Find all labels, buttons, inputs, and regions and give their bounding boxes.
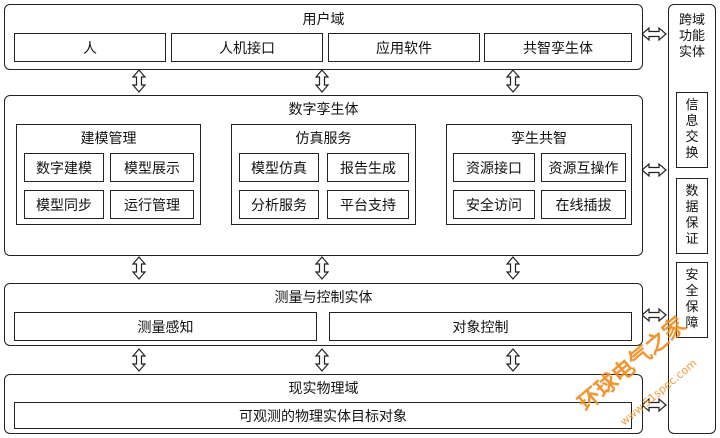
user-item-hmi: 人机接口: [171, 33, 323, 62]
share-hot-plug: 在线插拔: [541, 190, 626, 219]
modeling-digital-modeling: 数字建模: [24, 153, 104, 182]
arrow-user-twin-2: [315, 69, 329, 93]
modeling-run-management: 运行管理: [110, 190, 194, 219]
user-item-person: 人: [14, 33, 166, 62]
arrow-measure-physical-3: [506, 348, 520, 372]
cross-domain-title: 跨域 功能 实体: [678, 13, 705, 60]
share-resource-interop: 资源互操作: [541, 153, 626, 182]
modeling-model-sync: 模型同步: [24, 190, 104, 219]
watermark-logo: 环球电气之家 www.51spec.com: [573, 311, 699, 428]
user-item-app-software: 应用软件: [328, 33, 480, 62]
digital-twin-title: 数字孪生体: [288, 102, 359, 118]
cross-info-exchange: 信 息 交 换: [676, 92, 708, 168]
arrow-measure-physical-2: [315, 348, 329, 372]
cross-security: 安 全 保 障: [676, 262, 708, 338]
modeling-model-display: 模型展示: [110, 153, 194, 182]
measure-control-title: 测量与控制实体: [274, 290, 373, 306]
arrow-user-twin-3: [506, 69, 520, 93]
share-secure-access: 安全访问: [453, 190, 535, 219]
simulation-title: 仿真服务: [295, 131, 352, 147]
arrow-twin-measure-1: [132, 256, 146, 280]
twin-share-title: 孪生共智: [511, 131, 567, 147]
arrow-measure-physical-1: [132, 348, 146, 372]
simulation-analysis: 分析服务: [239, 190, 319, 219]
share-resource-interface: 资源接口: [453, 153, 535, 182]
simulation-model-sim: 模型仿真: [239, 153, 319, 182]
physical-entity: 可观测的物理实体目标对象: [14, 402, 632, 429]
cross-info-exchange-label: 信 息 交 换: [685, 98, 699, 161]
object-control: 对象控制: [329, 312, 632, 341]
cross-data-assurance-label: 数 据 保 证: [685, 184, 699, 247]
arrow-user-twin-1: [132, 69, 146, 93]
watermark-text: 环球电气之家: [573, 311, 692, 416]
simulation-report-gen: 报告生成: [327, 153, 409, 182]
simulation-platform: 平台支持: [327, 190, 409, 219]
user-domain-title: 用户域: [302, 12, 345, 28]
modeling-title: 建模管理: [80, 131, 137, 147]
user-item-shared-twin: 共智孪生体: [484, 33, 632, 62]
physical-domain-title: 现实物理域: [288, 381, 359, 397]
cross-data-assurance: 数 据 保 证: [676, 178, 708, 254]
arrow-twin-measure-2: [315, 256, 329, 280]
cross-security-label: 安 全 保 障: [685, 268, 699, 331]
arrow-cross-twin: [641, 163, 667, 177]
measure-sensing: 测量感知: [14, 312, 317, 341]
arrow-twin-measure-3: [506, 256, 520, 280]
arrow-cross-user: [641, 27, 667, 41]
